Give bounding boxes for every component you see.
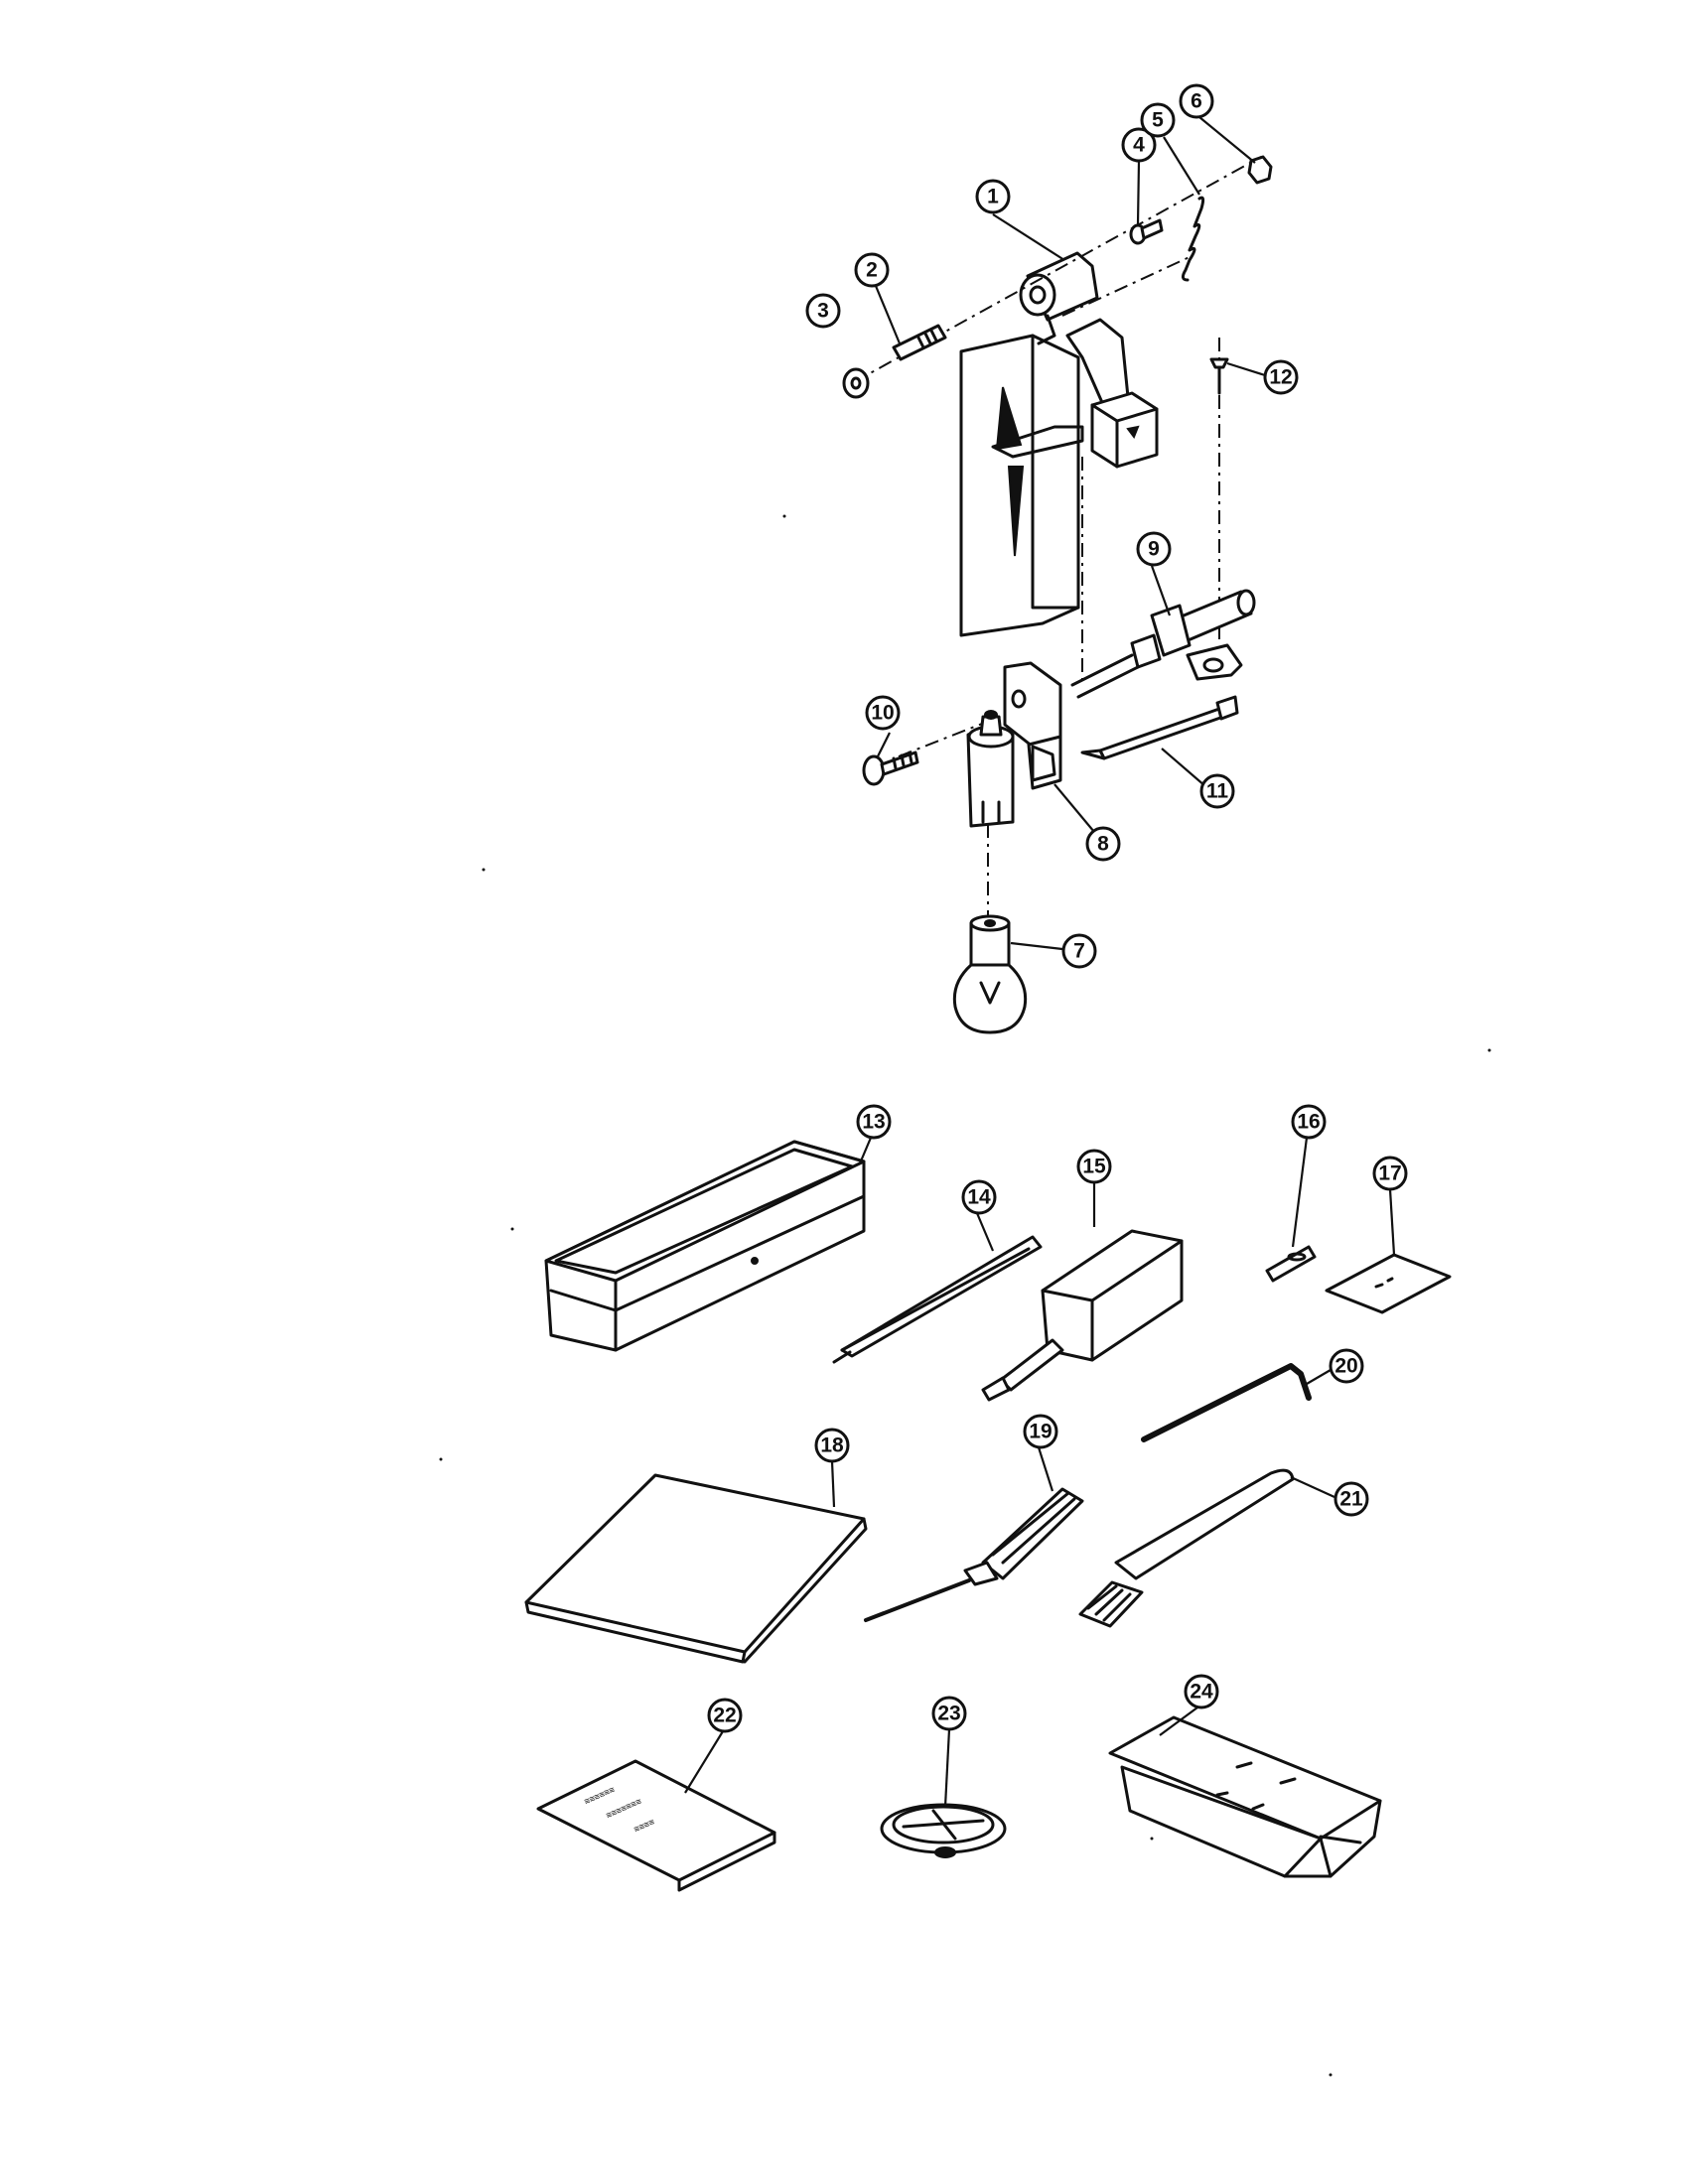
svg-text:12: 12 xyxy=(1269,366,1292,389)
dust-cover xyxy=(524,1473,868,1664)
svg-text:3: 3 xyxy=(817,300,829,323)
accessory-tray xyxy=(1108,1715,1382,1878)
lifter-bracket xyxy=(1065,318,1159,469)
pin xyxy=(892,324,947,361)
callout-8: 8 xyxy=(1085,826,1121,862)
callout-3: 3 xyxy=(805,293,841,329)
lifter-plate xyxy=(959,334,1084,637)
lamp-bracket xyxy=(1003,661,1062,790)
lifter-hub xyxy=(1019,251,1099,345)
callout-14: 14 xyxy=(961,1179,997,1215)
small-screw xyxy=(1129,218,1164,245)
svg-text:11: 11 xyxy=(1206,780,1229,803)
callout-6: 6 xyxy=(1179,83,1214,119)
card xyxy=(1325,1253,1452,1314)
lint-brush xyxy=(1078,1468,1295,1628)
callout-20: 20 xyxy=(1329,1348,1364,1384)
needle-plate-piece xyxy=(1265,1245,1317,1283)
svg-text:19: 19 xyxy=(1029,1421,1052,1443)
screwdriver xyxy=(864,1487,1084,1622)
svg-text:4: 4 xyxy=(1133,134,1145,157)
svg-text:17: 17 xyxy=(1378,1162,1401,1185)
svg-text:23: 23 xyxy=(937,1703,960,1725)
svg-text:6: 6 xyxy=(1191,90,1202,113)
svg-text:10: 10 xyxy=(871,702,894,725)
callout-4: 4 xyxy=(1121,127,1157,163)
svg-text:8: 8 xyxy=(1097,833,1109,856)
screw-12 xyxy=(1209,357,1229,395)
callout-2: 2 xyxy=(854,252,890,288)
spool-pin-felt xyxy=(880,1803,1007,1858)
svg-text:7: 7 xyxy=(1073,940,1085,963)
svg-text:20: 20 xyxy=(1334,1355,1357,1378)
callout-23: 23 xyxy=(931,1696,967,1731)
washer xyxy=(842,367,870,399)
callout-7: 7 xyxy=(1061,933,1097,969)
svg-text:16: 16 xyxy=(1297,1111,1320,1134)
spring xyxy=(1181,196,1205,282)
svg-text:22: 22 xyxy=(713,1705,736,1727)
lamp-shaft xyxy=(1070,589,1256,699)
callout-10: 10 xyxy=(865,695,901,731)
callout-11: 11 xyxy=(1199,773,1235,809)
hex-key xyxy=(1141,1363,1312,1442)
svg-text:24: 24 xyxy=(1190,1681,1213,1704)
screw-10 xyxy=(862,751,919,786)
oil-can xyxy=(981,1229,1184,1402)
tweezers xyxy=(832,1235,1043,1364)
instruction-manual: ≋≋≋≋≋≋ ≋≋≋≋≋≋≋ ≋≋≋≋ xyxy=(536,1759,776,1892)
svg-text:9: 9 xyxy=(1148,538,1160,561)
svg-text:18: 18 xyxy=(820,1434,844,1457)
callout-18: 18 xyxy=(814,1428,850,1463)
callout-21: 21 xyxy=(1333,1481,1369,1517)
svg-text:5: 5 xyxy=(1152,109,1164,132)
callout-17: 17 xyxy=(1372,1156,1408,1191)
svg-text:14: 14 xyxy=(967,1186,991,1209)
callout-24: 24 xyxy=(1184,1674,1219,1709)
scan-specks xyxy=(439,514,1491,2077)
screw-11 xyxy=(1080,695,1239,760)
callout-22: 22 xyxy=(707,1698,743,1733)
callout-19: 19 xyxy=(1023,1414,1058,1449)
callout-12: 12 xyxy=(1263,359,1299,395)
svg-text:15: 15 xyxy=(1082,1156,1106,1178)
lamp-holder xyxy=(966,710,1015,828)
lamp-bulb xyxy=(952,914,1028,1034)
callout-15: 15 xyxy=(1076,1149,1112,1184)
callout-16: 16 xyxy=(1291,1104,1327,1140)
svg-text:2: 2 xyxy=(866,259,878,282)
callout-9: 9 xyxy=(1136,531,1172,567)
callout-13: 13 xyxy=(856,1104,892,1140)
spring-axis-line xyxy=(1061,255,1193,317)
svg-text:1: 1 xyxy=(987,186,999,208)
svg-text:21: 21 xyxy=(1339,1488,1363,1511)
svg-text:13: 13 xyxy=(862,1111,885,1134)
callout-5: 5 xyxy=(1140,102,1176,138)
callout-1: 1 xyxy=(975,179,1011,214)
accessory-box xyxy=(544,1140,866,1352)
